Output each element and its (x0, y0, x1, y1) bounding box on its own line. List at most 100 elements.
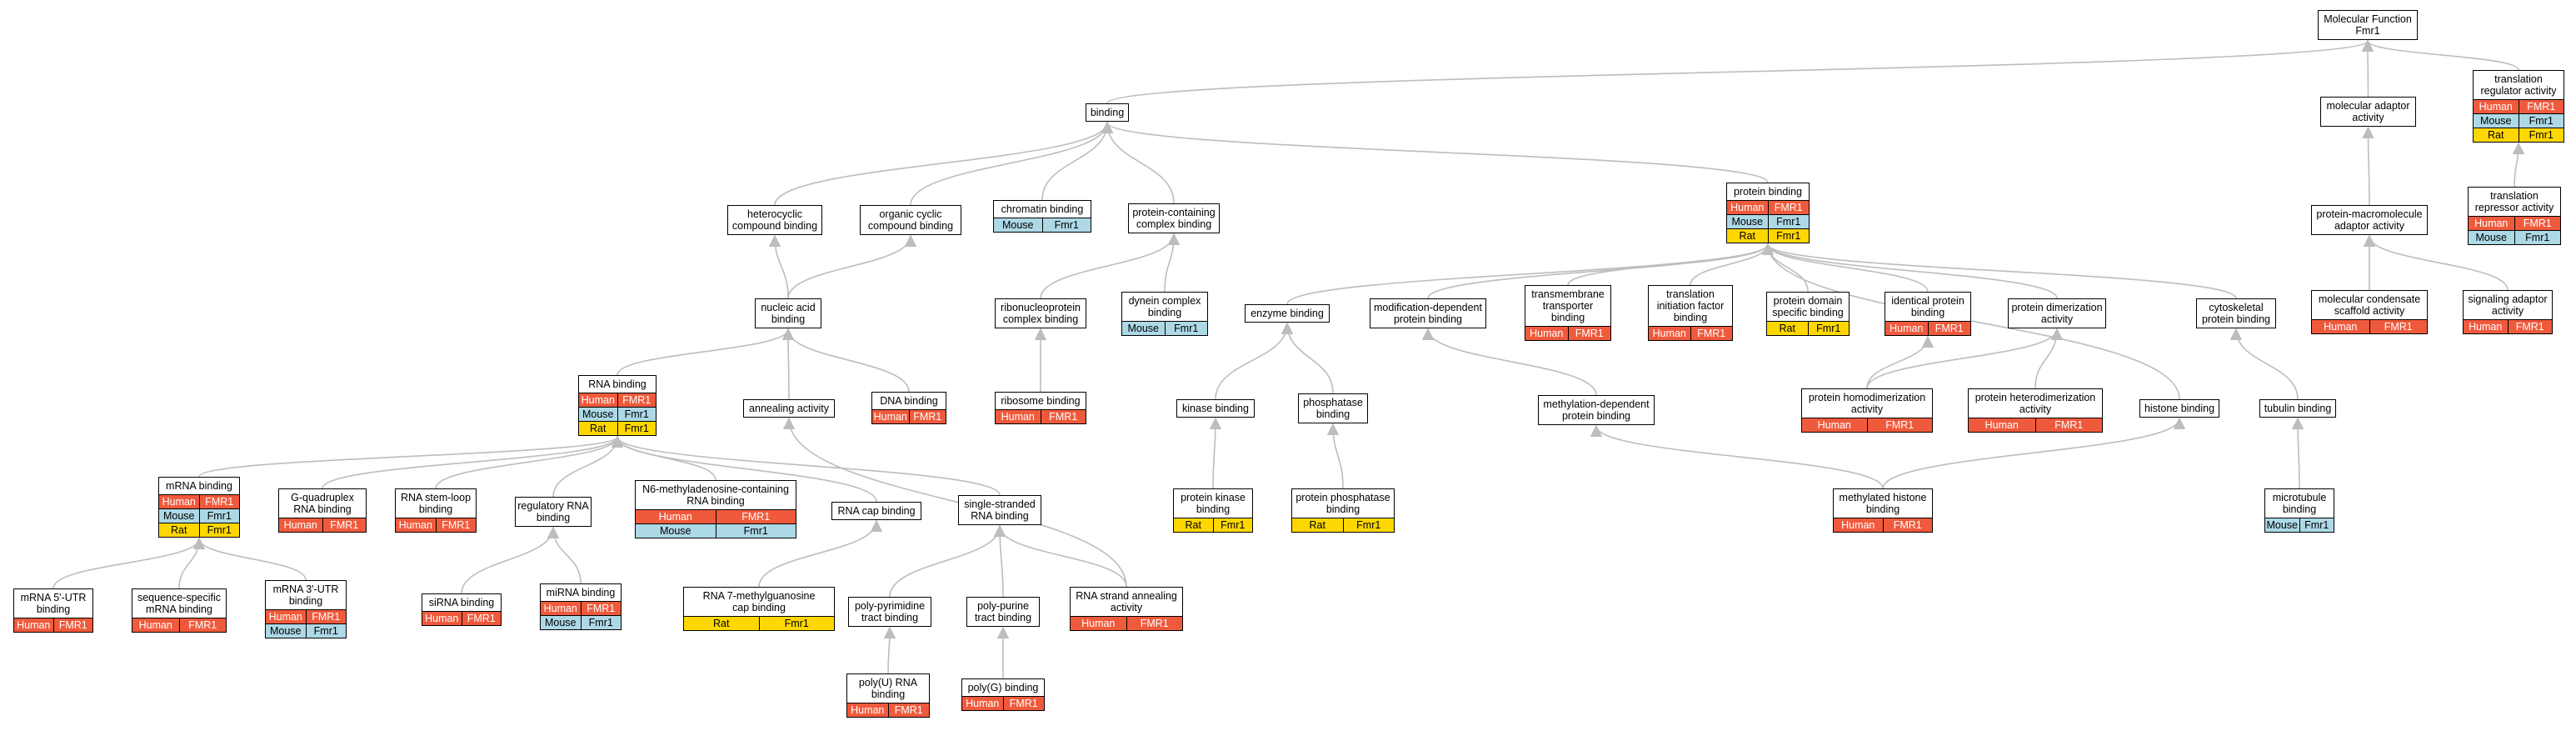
term-label: microtubule binding (2264, 488, 2334, 518)
term-label: regulatory RNA binding (515, 497, 592, 527)
edge-methyl-dep-to-mod-dep (1421, 328, 1597, 396)
species-cell: Human (2464, 320, 2508, 333)
term-label: poly(U) RNA binding (846, 673, 930, 703)
go-term-phosphatase[interactable]: phosphatase binding (1298, 393, 1368, 423)
go-term-mod-dep[interactable]: modification-dependent protein binding (1370, 298, 1486, 328)
go-term-n6[interactable]: N6-methyladenosine-containing RNA bindin… (635, 480, 796, 538)
go-term-methyl-dep[interactable]: methylation-dependent protein binding (1538, 395, 1655, 425)
gene-cell: Fmr1 (2518, 114, 2564, 128)
go-term-prot-dimer[interactable]: protein dimerization activity (2008, 298, 2106, 328)
species-cell: Human (579, 393, 617, 407)
species-cell: Human (872, 410, 909, 423)
go-term-annealing[interactable]: annealing activity (743, 399, 835, 418)
go-term-kinase[interactable]: kinase binding (1176, 399, 1255, 418)
gene-cell: Fmr1 (198, 509, 239, 523)
edge-dynein-to-protein-containing (1164, 233, 1181, 293)
species-cell: Rat (2474, 128, 2519, 142)
gene-cell: FMR1 (435, 518, 476, 532)
go-term-cytoskel[interactable]: cytoskeletal protein binding (2196, 298, 2276, 328)
go-term-histone[interactable]: histone binding (2139, 399, 2219, 418)
edge-protein-containing-to-binding (1101, 121, 1175, 204)
term-label: protein kinase binding (1173, 488, 1253, 518)
edge-mrna5-to-mrna-binding (52, 537, 206, 589)
go-term-protein-containing[interactable]: protein-containing complex binding (1128, 203, 1220, 233)
term-label: miRNA binding (540, 583, 622, 602)
go-term-binding[interactable]: binding (1086, 103, 1129, 122)
go-term-nucleic[interactable]: nucleic acid binding (755, 298, 821, 328)
go-term-mol-adaptor[interactable]: molecular adaptor activity (2320, 97, 2416, 127)
species-cell: Rat (1292, 518, 1343, 532)
gene-cell: Fmr1 (2514, 231, 2560, 244)
go-term-tubulin[interactable]: tubulin binding (2259, 399, 2336, 418)
go-term-ribonucleo[interactable]: ribonucleoprotein complex binding (995, 298, 1086, 328)
go-term-ss-rna[interactable]: single-stranded RNA binding (958, 495, 1041, 525)
term-label: methylated histone binding (1833, 488, 1933, 518)
go-term-mf[interactable]: Molecular Function Fmr1 (2318, 10, 2418, 40)
go-term-heterocyclic[interactable]: heterocyclic compound binding (727, 205, 822, 235)
edge-seq-spec-to-mrna-binding (178, 537, 206, 589)
species-cell: Rat (1174, 518, 1213, 532)
gene-cell: FMR1 (2518, 100, 2564, 113)
go-term-organic-cyclic[interactable]: organic cyclic compound binding (860, 205, 961, 235)
go-term-polypyr[interactable]: poly-pyrimidine tract binding (848, 597, 931, 627)
term-label: tubulin binding (2259, 399, 2336, 418)
species-cell: Human (1727, 201, 1768, 214)
edge-nucleic-to-heterocyclic (768, 234, 789, 299)
go-term-reg-rna[interactable]: regulatory RNA binding (515, 497, 592, 527)
species-cell: Human (1834, 518, 1883, 532)
term-label: modification-dependent protein binding (1370, 298, 1486, 328)
gene-cell: Fmr1 (715, 524, 796, 538)
gene-cell: Fmr1 (1767, 229, 1809, 243)
go-term-rna-cap[interactable]: RNA cap binding (831, 502, 921, 520)
go-term-prot-mac[interactable]: protein-macromolecule adaptor activity (2311, 205, 2428, 235)
gene-cell: FMR1 (1690, 327, 1732, 340)
term-label: signaling adaptor activity (2463, 290, 2553, 320)
species-cell: Human (1525, 327, 1568, 340)
term-label: siRNA binding (422, 593, 502, 612)
go-term-enzyme[interactable]: enzyme binding (1245, 304, 1330, 323)
gene-cell: FMR1 (305, 610, 346, 623)
go-term-polypur[interactable]: poly-purine tract binding (966, 597, 1040, 627)
gene-cell: Fmr1 (305, 624, 346, 638)
term-label: RNA strand annealing activity (1070, 587, 1183, 617)
